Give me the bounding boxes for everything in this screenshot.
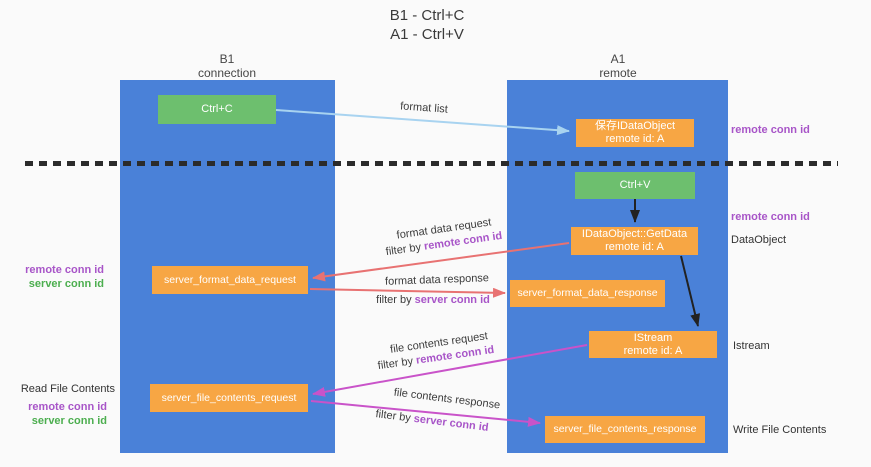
- column-header-b1: B1 connection: [147, 52, 307, 80]
- istream-side-label: Istream: [733, 340, 770, 352]
- idataobject-getdata-box: IDataObject::GetData remote id: A: [571, 227, 698, 255]
- arrow-format-data-request: [312, 242, 570, 282]
- column-a1-name: A1: [610, 52, 626, 66]
- getdata-line2: remote id: A: [605, 241, 664, 253]
- dataobject-label: DataObject: [731, 234, 787, 246]
- arrow-getdata-to-istream: [680, 255, 701, 327]
- ctrl-v-label: Ctrl+V: [619, 179, 651, 191]
- read-file-contents-label: Read File Contents: [20, 383, 115, 395]
- arrow-file-contents-request: [312, 344, 588, 397]
- server-conn-id-text: server conn id: [414, 294, 490, 306]
- server-format-data-request-box: server_format_data_request: [152, 266, 308, 294]
- title-line-1: B1 - Ctrl+C: [389, 7, 465, 24]
- session-divider-dashed-line: [25, 161, 838, 166]
- getdata-line1: IDataObject::GetData: [581, 228, 688, 240]
- column-b1-role: connection: [197, 66, 257, 80]
- column-header-a1: A1 remote: [538, 52, 698, 80]
- ctrl-c-box: Ctrl+C: [158, 95, 276, 124]
- remote-conn-id-label-mid-right: remote conn id: [731, 211, 810, 223]
- server-file-contents-request-label: server_file_contents_request: [161, 391, 297, 404]
- remote-conn-id-label-left-2: remote conn id: [28, 401, 107, 413]
- server-file-contents-response-label: server_file_contents_response: [553, 423, 697, 435]
- save-idataobject-line1: 保存IDataObject: [594, 120, 676, 132]
- ctrl-v-box: Ctrl+V: [575, 172, 695, 199]
- server-conn-id-label-left-1: server conn id: [28, 278, 104, 290]
- save-idataobject-line2: remote id: A: [605, 133, 665, 145]
- arrow-file-contents-response: [310, 400, 541, 427]
- arrow-format-list: [275, 109, 570, 136]
- arrow-format-data-response: [309, 287, 506, 298]
- server-file-contents-request-box: server_file_contents_request: [150, 384, 308, 412]
- remote-conn-id-label-top-right: remote conn id: [731, 124, 810, 136]
- save-idataobject-box: 保存IDataObject remote id: A: [576, 119, 694, 147]
- column-a1-role: remote: [599, 66, 637, 80]
- column-b1-name: B1: [219, 52, 235, 66]
- title-line-2: A1 - Ctrl+V: [390, 26, 464, 43]
- istream-line1: IStream: [633, 331, 673, 344]
- server-conn-id-label-left-2: server conn id: [31, 415, 107, 427]
- ctrl-c-label: Ctrl+C: [201, 103, 233, 115]
- server-format-data-response-box: server_format_data_response: [510, 280, 665, 307]
- server-format-data-request-label: server_format_data_request: [164, 273, 296, 286]
- write-file-contents-label: Write File Contents: [733, 424, 827, 436]
- diagram-title: B1 - Ctrl+C A1 - Ctrl+V: [327, 6, 527, 44]
- istream-line2: remote id: A: [623, 344, 683, 357]
- istream-box: IStream remote id: A: [589, 331, 717, 358]
- remote-conn-id-label-left-1: remote conn id: [25, 264, 104, 276]
- format-data-response-filter-label: filter by server conn id: [376, 294, 490, 306]
- server-format-data-response-label: server_format_data_response: [517, 287, 658, 299]
- server-file-contents-response-box: server_file_contents_response: [545, 416, 705, 443]
